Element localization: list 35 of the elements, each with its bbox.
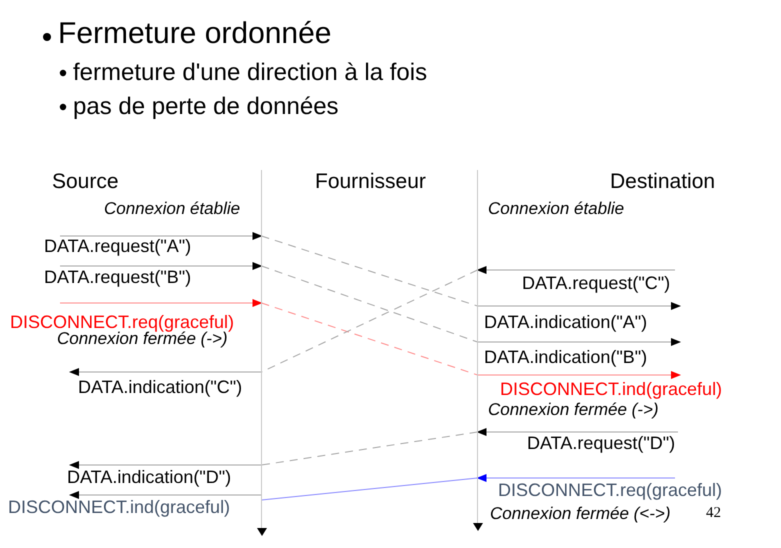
state-note: Connexion établie: [104, 198, 240, 220]
state-note: Connexion établie: [488, 198, 624, 220]
arrow: [476, 266, 676, 274]
participant-label: Fournisseur: [315, 169, 426, 195]
page-number: 42: [706, 504, 721, 523]
state-note: Connexion fermée (<->): [490, 503, 670, 525]
arrow: [476, 474, 676, 482]
bullet-text: pas de perte de données: [73, 92, 339, 122]
arrow: [60, 262, 262, 270]
arrow: [477, 302, 681, 310]
message-label: DATA.request("D"): [527, 432, 676, 454]
bullet-text: fermeture d'une direction à la fois: [73, 58, 428, 88]
message-label: DATA.indication("C"): [78, 376, 242, 398]
arrow: [60, 299, 262, 307]
message-label: DATA.indication("A"): [484, 311, 648, 333]
arrow: [69, 368, 262, 376]
message-label: DISCONNECT.req(graceful): [498, 479, 722, 501]
arrow: [69, 461, 262, 469]
title: Fermeture ordonnée: [58, 17, 332, 51]
arrow: [60, 232, 262, 240]
arrow: [477, 371, 681, 379]
state-note: Connexion fermée (->): [488, 399, 659, 421]
arrow: [69, 491, 262, 499]
message-label: DATA.indication("B"): [484, 346, 648, 368]
arrow: [477, 338, 681, 346]
message-label: DATA.request("A"): [44, 235, 192, 257]
message-label: DISCONNECT.ind(graceful): [8, 496, 230, 518]
message-label: DISCONNECT.req(graceful): [10, 311, 234, 332]
message-label: DATA.indication("D"): [67, 466, 232, 488]
arrow: [476, 428, 678, 436]
participant-label: Destination: [610, 169, 716, 195]
message-label: DATA.request("C"): [522, 272, 670, 294]
message-label: DATA.request("B"): [44, 266, 192, 288]
participant-label: Source: [52, 169, 119, 195]
message-label: DISCONNECT.ind(graceful): [500, 378, 722, 400]
